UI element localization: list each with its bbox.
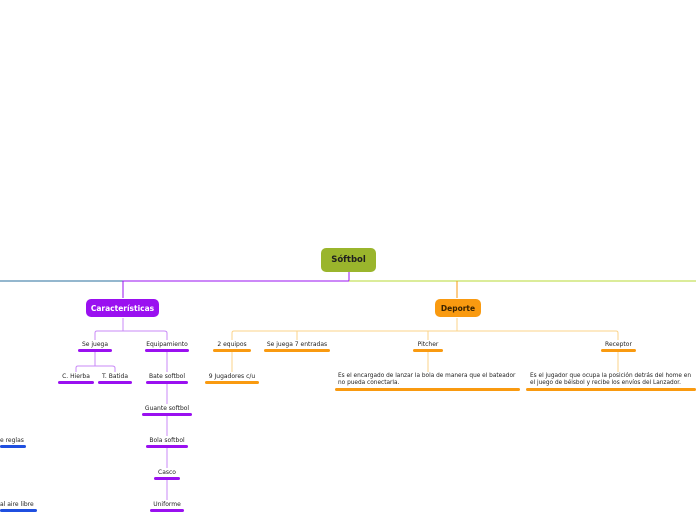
equipamiento-label: Equipamiento <box>146 341 188 348</box>
connector-caract-children <box>94 318 168 340</box>
c-hierba-label: C. Hierba <box>62 373 90 380</box>
underline <box>413 349 443 352</box>
aire-libre-partial-label: al aire libre <box>0 501 34 508</box>
underline <box>58 381 94 384</box>
casco-label: Casco <box>158 469 176 476</box>
reglas-partial-label: e reglas <box>0 437 24 444</box>
2-equipos-label: 2 equipos <box>217 341 247 348</box>
underline <box>213 349 251 352</box>
underline <box>150 509 184 512</box>
node-aire-libre-partial[interactable]: al aire libre <box>0 501 37 512</box>
receptor-description[interactable]: Es el jugador que ocupa la posición detr… <box>526 373 696 391</box>
node-caracteristicas[interactable]: Características <box>86 299 159 317</box>
9-jugadores-label: 9 Jugadores c/u <box>208 373 256 380</box>
node-7-entradas[interactable]: Se juega 7 entradas <box>264 341 330 352</box>
underline <box>205 381 259 384</box>
caracteristicas-label: Características <box>90 303 155 313</box>
receptor-desc-text: Es el jugador que ocupa la posición detr… <box>530 373 692 386</box>
node-2-equipos[interactable]: 2 equipos <box>213 341 251 352</box>
node-deporte[interactable]: Deporte <box>435 299 481 317</box>
underline <box>335 388 520 391</box>
pitcher-label: Pitcher <box>417 341 439 348</box>
connector-sejuega-children <box>75 352 116 372</box>
node-9-jugadores[interactable]: 9 Jugadores c/u <box>205 373 259 384</box>
guante-softbol-label: Guante softbol <box>144 405 190 412</box>
root-node[interactable]: Sóftbol <box>321 248 376 272</box>
underline <box>78 349 112 352</box>
node-bola-softbol[interactable]: Bola softbol <box>146 437 188 448</box>
node-pitcher[interactable]: Pitcher <box>413 341 443 352</box>
node-guante-softbol[interactable]: Guante softbol <box>142 405 192 416</box>
node-t-batida[interactable]: T. Batida <box>98 373 132 384</box>
deporte-label: Deporte <box>440 303 476 313</box>
underline <box>145 349 189 352</box>
underline <box>526 388 696 391</box>
underline <box>142 413 192 416</box>
underline <box>0 509 37 512</box>
underline <box>0 445 26 448</box>
pitcher-description[interactable]: Es el encargado de lanzar la bola de man… <box>335 373 520 391</box>
underline <box>146 445 188 448</box>
connector-deporte-children <box>231 318 619 340</box>
underline <box>146 381 188 384</box>
uniforme-label: Uniforme <box>153 501 181 508</box>
node-casco[interactable]: Casco <box>154 469 180 480</box>
pitcher-desc-text: Es el encargado de lanzar la bola de man… <box>338 373 516 386</box>
t-batida-label: T. Batida <box>101 373 129 380</box>
bola-softbol-label: Bola softbol <box>149 437 185 444</box>
node-bate-softbol[interactable]: Bate softbol <box>146 373 188 384</box>
underline <box>98 381 132 384</box>
se-juega-label: Se juega <box>81 341 109 348</box>
root-label: Sóftbol <box>331 255 366 265</box>
node-c-hierba[interactable]: C. Hierba <box>58 373 94 384</box>
underline <box>264 349 330 352</box>
underline <box>601 349 636 352</box>
7-entradas-label: Se juega 7 entradas <box>266 341 328 348</box>
node-equipamiento[interactable]: Equipamiento <box>145 341 189 352</box>
receptor-label: Receptor <box>605 341 632 348</box>
bate-softbol-label: Bate softbol <box>148 373 186 380</box>
underline <box>154 477 180 480</box>
node-se-juega[interactable]: Se juega <box>78 341 112 352</box>
connector-root-left <box>122 272 350 298</box>
node-reglas-partial[interactable]: e reglas <box>0 437 26 448</box>
node-receptor[interactable]: Receptor <box>601 341 636 352</box>
node-uniforme[interactable]: Uniforme <box>150 501 184 512</box>
